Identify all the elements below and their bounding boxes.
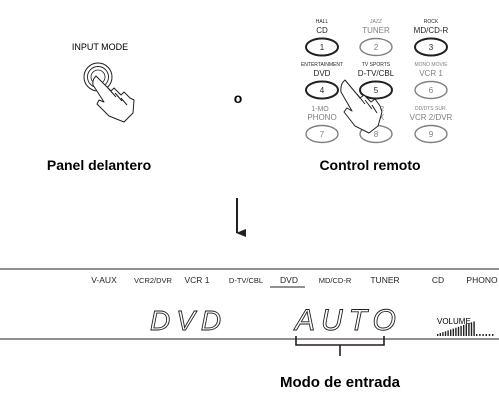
mode-segment-text: AUTO [293,304,402,337]
remote-button-input-label: VCR 1 [419,69,443,78]
hand-pointer-icon [92,75,135,123]
volume-bar [460,325,462,336]
remote-button-mode-label: MONO MOVIE [414,62,448,68]
panel-caption: Panel delantero [47,157,151,173]
input-indicator-vcr-1: VCR 1 [184,275,209,285]
remote-button-number: 6 [429,86,434,95]
input-indicator-dvd: DVD [280,275,298,285]
volume-bar [465,324,467,336]
input-indicator-cd: CD [432,275,444,285]
volume-dot [488,334,491,336]
remote-button-shape [359,37,393,57]
remote-button-input-label: VCR 2/DVR [410,113,453,122]
volume-bar [473,321,475,336]
volume-bar [447,330,449,336]
volume-bar [470,322,473,336]
remote-button-input-label: DVD [314,69,331,78]
input-indicator-phono: PHONO [466,275,498,285]
front-display-panel: V-AUX VCR2/DVR VCR 1 D-TV/CBL DVD MD/CD-R TUNE… [0,268,499,340]
remote-caption: Control remoto [319,157,420,173]
input-indicator-d-tv-cbl: D-TV/CBL [229,276,263,285]
volume-bar [437,334,439,336]
remote-button-input-label: D-TV/CBL [358,69,395,78]
remote-button-shape [414,80,448,100]
remote-button-number: 4 [320,86,325,95]
remote-button-mode-label: TV SPORTS [362,62,391,68]
volume-bar [452,328,454,336]
source-segment-text: DVD [150,305,227,336]
remote-button-number: 3 [429,43,434,52]
callout-label: Modo de entrada [280,374,401,391]
input-indicator-v-aux: V-AUX [91,275,117,285]
remote-button-shape [414,37,448,57]
input-indicator-row: V-AUX VCR2/DVR VCR 1 D-TV/CBL DVD MD/CD-R TUNE… [91,275,498,285]
remote-button-mode-label: ENTERTAINMENT [301,62,343,68]
input-mode-label: INPUT MODE [72,42,128,52]
remote-button-number: 2 [374,43,379,52]
remote-button-input-label: TUNER [362,26,390,35]
input-indicator-md-cd-r: MD/CD-R [319,276,352,285]
volume-bar [457,326,460,336]
volume-meter [437,321,494,336]
remote-button-mode-label: DD/DTS SUR. [415,106,447,112]
remote-button-input-label: MD/CD-R [414,26,449,35]
volume-dot [492,334,494,336]
input-indicator-tuner: TUNER [370,275,399,285]
volume-bar [468,323,470,336]
remote-button-shape [414,124,448,144]
volume-bar [439,333,441,336]
remote-button-number: 9 [429,130,434,139]
remote-button-shape [305,80,339,100]
volume-dot [482,334,484,336]
remote-button-overlay-label: 1-MO [311,106,329,113]
remote-button-7[interactable]: PHONO 7 1-MO [305,106,339,144]
remote-button-number: 7 [320,130,325,139]
volume-dot [485,334,487,336]
remote-button-9[interactable]: DD/DTS SUR.VCR 2/DVR 9 [410,106,453,144]
remote-button-number: 8 [374,130,379,139]
remote-button-shape [359,80,393,100]
volume-label: VOLUME [437,317,471,326]
remote-button-input-label: CD [316,26,328,35]
front-panel-illustration: INPUT MODE Panel delantero [47,42,151,173]
volume-bar [450,329,452,336]
remote-button-shape [305,124,339,144]
input-indicator-vcr2-dvr: VCR2/DVR [134,276,173,285]
remote-hand-pointer-icon [340,79,383,134]
volume-dot [476,334,478,336]
remote-button-mode-label: JAZZ [370,19,382,25]
volume-bar [463,325,465,336]
volume-bar [455,327,457,336]
remote-button-input-label: PHONO [307,113,336,122]
remote-button-shape [305,37,339,57]
volume-bar [442,332,444,336]
volume-bar [444,331,447,336]
connector-word: o [234,90,243,106]
input-mode-bracket [295,336,385,356]
remote-button-mode-label: ROCK [424,19,439,25]
volume-dot [479,334,481,336]
remote-button-number: 1 [320,43,325,52]
remote-button-number: 5 [374,86,379,95]
remote-button-mode-label: HALL [316,19,329,25]
